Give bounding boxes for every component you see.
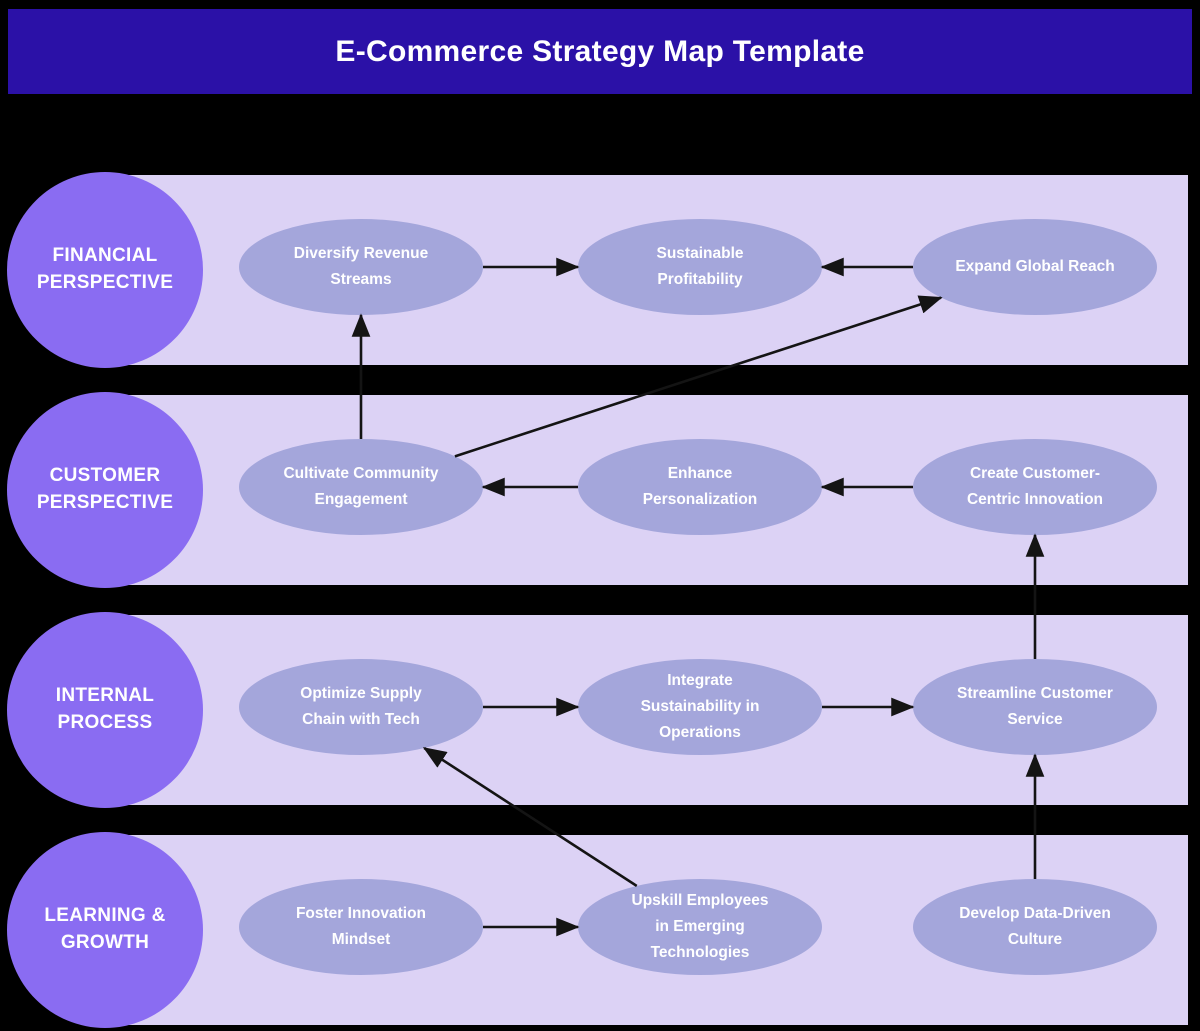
title-banner: E-Commerce Strategy Map Template	[8, 9, 1192, 94]
node-cultivate[interactable]: Cultivate Community Engagement	[239, 439, 483, 535]
node-enhance[interactable]: Enhance Personalization	[578, 439, 822, 535]
diagram-title: E-Commerce Strategy Map Template	[335, 34, 865, 68]
lane-label-internal[interactable]: INTERNAL PROCESS	[7, 612, 203, 808]
node-diversify[interactable]: Diversify Revenue Streams	[239, 219, 483, 315]
node-expand[interactable]: Expand Global Reach	[913, 219, 1157, 315]
node-optimize[interactable]: Optimize Supply Chain with Tech	[239, 659, 483, 755]
node-integrate[interactable]: Integrate Sustainability in Operations	[578, 659, 822, 755]
node-upskill[interactable]: Upskill Employees in Emerging Technologi…	[578, 879, 822, 975]
lane-label-customer[interactable]: CUSTOMER PERSPECTIVE	[7, 392, 203, 588]
edges-group	[351, 257, 1045, 937]
node-create[interactable]: Create Customer- Centric Innovation	[913, 439, 1157, 535]
node-streamline[interactable]: Streamline Customer Service	[913, 659, 1157, 755]
lane-label-financial[interactable]: FINANCIAL PERSPECTIVE	[7, 172, 203, 368]
node-foster[interactable]: Foster Innovation Mindset	[239, 879, 483, 975]
node-develop[interactable]: Develop Data-Driven Culture	[913, 879, 1157, 975]
node-sustainable[interactable]: Sustainable Profitability	[578, 219, 822, 315]
lane-label-learning[interactable]: LEARNING & GROWTH	[7, 832, 203, 1028]
